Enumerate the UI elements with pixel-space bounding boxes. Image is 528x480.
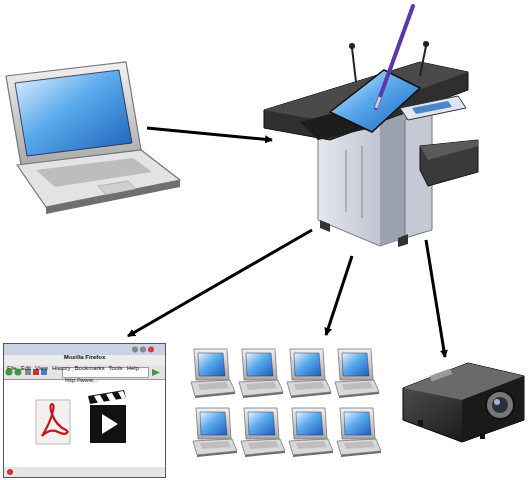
menu-item: Tools	[109, 365, 123, 371]
arrow-part	[326, 256, 352, 335]
menu-item: Edit	[21, 365, 31, 371]
window-title: Mozilla Firefox	[64, 354, 106, 360]
laptop-grid-part	[337, 408, 381, 457]
projector-icon	[403, 363, 524, 442]
podium-illustration-part	[400, 96, 466, 120]
projector-icon-part	[462, 376, 524, 442]
browser-window-part	[42, 404, 68, 436]
laptop-grid-part	[239, 349, 283, 398]
browser-window-part	[94, 395, 104, 403]
menu-item: History	[52, 365, 71, 371]
laptop-grid-part	[191, 349, 235, 398]
podium-illustration-part	[346, 150, 347, 212]
laptop-icon	[6, 62, 180, 214]
podium-illustration-part	[349, 43, 355, 49]
podium-illustration	[264, 6, 478, 247]
podium-illustration-part	[352, 48, 356, 82]
browser-window-part	[36, 400, 70, 444]
browser-window-part	[118, 391, 126, 399]
projector-icon-part	[492, 397, 508, 413]
laptop-grid-part	[193, 408, 237, 457]
menu-item: View	[35, 365, 48, 371]
podium-illustration-part	[320, 220, 330, 232]
podium-illustration-part	[330, 70, 420, 132]
podium-illustration-part	[376, 97, 380, 108]
menu-item: File	[7, 365, 17, 371]
arrow-part	[426, 240, 445, 357]
browser-window-part	[4, 344, 165, 355]
podium-illustration-part	[420, 46, 426, 76]
projector-icon-part	[418, 420, 423, 426]
browser-window-part	[4, 467, 165, 477]
projector-icon-part	[403, 363, 524, 442]
podium-illustration-part	[412, 101, 452, 114]
laptop-grid-part	[241, 408, 285, 457]
browser-window-part	[88, 390, 126, 404]
projector-icon-part	[480, 433, 485, 439]
browser-window-part	[140, 347, 146, 353]
laptop-icon-part	[6, 62, 141, 165]
laptop-grid	[191, 349, 381, 457]
projector-icon-part	[494, 399, 500, 405]
browser-window-part	[7, 469, 13, 475]
browser-window-part	[152, 369, 160, 376]
podium-illustration-part	[362, 146, 363, 218]
laptop-grid-part	[335, 349, 379, 398]
browser-window-part	[90, 405, 126, 443]
laptop-grid-part	[287, 349, 331, 398]
podium-illustration-part	[420, 140, 478, 186]
browser-window-part	[4, 365, 165, 379]
laptop-icon-part	[15, 70, 132, 156]
podium-illustration-part	[423, 41, 429, 47]
laptop-icon-part	[36, 158, 152, 187]
podium-illustration-part	[420, 140, 478, 160]
podium-illustration-part	[376, 6, 413, 108]
browser-window-part	[106, 393, 116, 401]
window-title: Mozilla Firefox	[4, 345, 165, 363]
arrow-part	[128, 230, 312, 336]
browser-window-part	[132, 347, 138, 353]
browser-window-part	[4, 355, 165, 365]
menu-item: Help	[127, 365, 139, 371]
projector-icon-part	[486, 391, 514, 419]
laptop-icon-part	[46, 180, 180, 214]
url-text: http://www...	[65, 377, 98, 383]
browser-window	[4, 344, 166, 478]
laptop-grid-part	[289, 408, 333, 457]
podium-illustration-part	[398, 234, 408, 247]
projector-icon-part	[430, 368, 453, 381]
browser-window-part	[148, 347, 154, 353]
menu-item: Bookmarks	[75, 365, 105, 371]
browser-window: Mozilla FirefoxFile Edit View History Bookma…	[4, 344, 165, 477]
browser-window-part	[4, 344, 166, 478]
podium-illustration-part	[264, 62, 468, 140]
arrow-part	[147, 128, 272, 140]
browser-window-part	[102, 414, 118, 434]
